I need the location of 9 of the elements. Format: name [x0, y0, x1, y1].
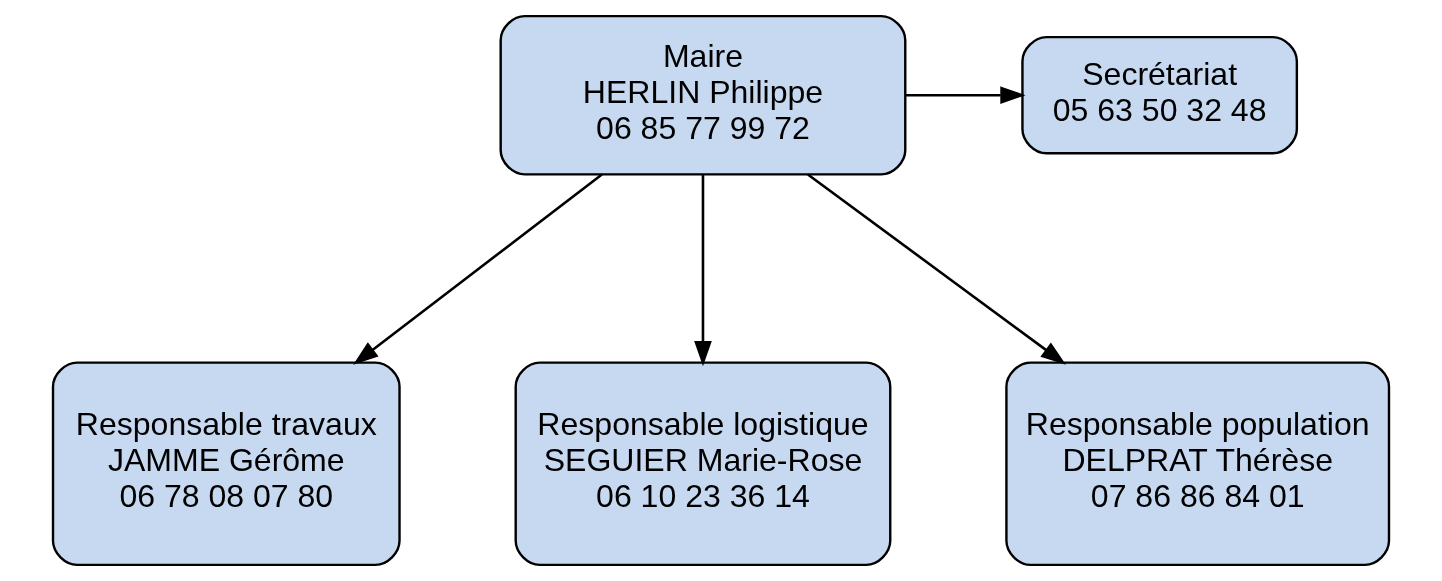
- node-box: Responsable travaux JAMME Gérôme 06 78 08 07 80: [51, 361, 401, 567]
- node-box: Secrétariat 05 63 50 32 48: [1021, 35, 1299, 155]
- arrow: [807, 173, 1066, 365]
- arrow: [694, 174, 712, 367]
- arrow: [905, 86, 1026, 105]
- arrow: [353, 173, 603, 365]
- node-box: Responsable logistique SEGUIER Marie-Rose 06 10 23 36 14: [514, 361, 892, 567]
- node-box: Responsable population DELPRAT Thérèse 07 86 86 84 01: [1005, 361, 1391, 567]
- node-box: Maire HERLIN Philippe 06 85 77 99 72: [499, 14, 907, 176]
